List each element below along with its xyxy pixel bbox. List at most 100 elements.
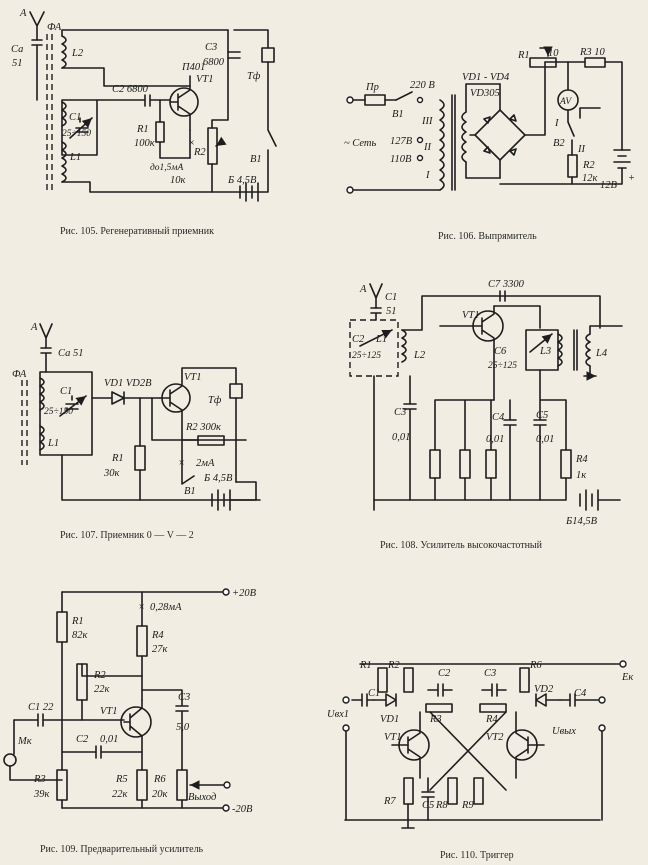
fig109-mk-label: Мк bbox=[17, 736, 32, 747]
fig110-r7-label: R7 bbox=[383, 796, 396, 807]
fig108-capacitor-c5 bbox=[533, 369, 567, 501]
fig109-capacitor-c2 bbox=[61, 745, 143, 759]
fig105-l2-label: L2 bbox=[71, 48, 84, 59]
fig108-antenna-icon bbox=[369, 283, 383, 309]
fig107-headphone-icon bbox=[229, 383, 243, 399]
fig107-capacitor-ca bbox=[40, 347, 52, 373]
fig108-c5-label: C5 bbox=[536, 410, 548, 421]
fig105-tank-box bbox=[61, 99, 98, 156]
fig108-output-wires bbox=[583, 325, 623, 376]
fig106-terminal-bottom bbox=[346, 186, 354, 194]
fig105-transistor-leads bbox=[169, 75, 191, 131]
fig107-fa-label: ФА bbox=[12, 369, 27, 380]
fig109-caption: Рис. 109. Предварительный усилитель bbox=[40, 844, 204, 855]
fig109-transistor-vt1 bbox=[120, 706, 152, 738]
fig106-terminal-top bbox=[346, 96, 354, 104]
fig110-c3-label: C3 bbox=[484, 668, 496, 679]
fig106-fuse-label: Пр bbox=[365, 82, 379, 93]
fig108-l2-label: L2 bbox=[413, 350, 426, 361]
fig108-battery-label: Б14,5В bbox=[565, 516, 598, 527]
fig109-c2-value: 0,01 bbox=[100, 734, 118, 745]
fig108-r4-label: R4 bbox=[575, 454, 588, 465]
fig107-battery-label: Б 4,5В bbox=[203, 473, 233, 484]
fig105-capacitor-c2 bbox=[96, 94, 171, 107]
fig109-r2-value: 22к bbox=[94, 684, 110, 695]
fig110-uout-label: Uвых bbox=[552, 726, 576, 737]
fig106-battery-icon bbox=[571, 149, 631, 185]
fig110-diode-vd2 bbox=[535, 693, 561, 707]
fig106-fuse-pr bbox=[364, 94, 386, 106]
fig105-tf-wire bbox=[233, 29, 269, 49]
fig110-c2-label: C2 bbox=[438, 668, 451, 679]
fig110-r1-label: R1 bbox=[359, 660, 372, 671]
fig107-antenna-icon bbox=[39, 323, 53, 349]
fig105-ferrite-rod bbox=[46, 34, 53, 190]
fig109-r2-wires bbox=[81, 663, 143, 721]
fig109-r5-value: 22к bbox=[112, 789, 128, 800]
fig105-coil-l1 bbox=[61, 141, 67, 183]
fig110-resistor-r2 bbox=[403, 667, 414, 693]
fig106-tap-110 bbox=[416, 154, 424, 162]
fig105-c1-label: C1 bbox=[69, 112, 81, 123]
fig105-capacitor-c1 bbox=[69, 118, 92, 139]
antenna-icon bbox=[29, 11, 45, 41]
fig109-resistor-r3 bbox=[56, 769, 68, 801]
fig109-c2-label: C2 bbox=[76, 734, 89, 745]
fig109-terminal-minus bbox=[222, 804, 230, 812]
figure-110-trigger: Eк R1 R2 C2 C3 R3 R4 R6 C1 C4 VD1 VD2 Uв… bbox=[327, 660, 633, 861]
fig105-r2-label: R2 bbox=[193, 147, 206, 158]
fig108-input-tank-box bbox=[349, 319, 399, 377]
fig106-r3-label: R3 10 bbox=[579, 47, 606, 58]
fig109-resistor-r5 bbox=[136, 769, 148, 801]
fig107-caption: Рис. 107. Приемник 0 — V — 2 bbox=[60, 530, 194, 541]
fig109-mic-wires bbox=[9, 719, 63, 781]
fig107-r1-label: R1 bbox=[111, 453, 124, 464]
fig108-capacitor-c2 bbox=[359, 329, 393, 347]
fig106-meter-wires bbox=[567, 61, 575, 137]
fig109-r6-label: R6 bbox=[153, 774, 166, 785]
fig105-antenna-label: А bbox=[19, 8, 27, 19]
fig106-b2-label: В2 bbox=[553, 138, 565, 149]
fig106-r2-value: 12к bbox=[582, 173, 598, 184]
fig110-output-terminal bbox=[598, 696, 606, 704]
fig107-ca-label: Са 51 bbox=[58, 348, 83, 359]
fig107-resistor-r1 bbox=[134, 445, 146, 471]
fig106-v220-label: 220 В bbox=[410, 80, 435, 91]
fig110-c5-label: C5 bbox=[422, 800, 434, 811]
fig106-transformer-primary bbox=[439, 99, 445, 191]
fig108-resistor-wires bbox=[434, 399, 495, 501]
fig109-capacitor-c1 bbox=[13, 713, 125, 727]
fig108-output-tank-box bbox=[525, 329, 559, 371]
fig108-ground-bus bbox=[373, 477, 567, 501]
fig110-ek-label: Eк bbox=[621, 672, 633, 683]
fig110-vt2-leads bbox=[515, 711, 529, 779]
fig106-transformer-secondary bbox=[461, 111, 467, 163]
fig110-uin-label: Uвх1 bbox=[327, 709, 349, 720]
fig108-coil-l3 bbox=[557, 333, 563, 367]
fig105-ca-value: 51 bbox=[12, 58, 23, 69]
fig108-c3-value: 0,01 bbox=[392, 432, 410, 443]
fig108-l3-label: L3 bbox=[539, 346, 551, 357]
fig110-diode-vd1 bbox=[373, 693, 397, 707]
fig106-meter-label: AV bbox=[559, 97, 572, 107]
fig108-caption: Рис. 108. Усилитель высокочастотный bbox=[380, 540, 543, 551]
fig105-battery-icon bbox=[239, 182, 259, 202]
fig107-battery-icon bbox=[211, 489, 231, 511]
fig108-c4-value: 0,01 bbox=[486, 434, 504, 445]
fig107-switch-label: В1 bbox=[184, 486, 196, 497]
fig110-resistor-r6 bbox=[519, 667, 530, 693]
fig109-r1-value: 82к bbox=[72, 630, 88, 641]
fig108-input-wires bbox=[373, 295, 601, 511]
fig109-capacitor-c3 bbox=[141, 689, 189, 771]
fig109-r1-label: R1 bbox=[71, 616, 84, 627]
fig106-r1-wiper bbox=[539, 46, 553, 57]
fig110-capacitor-c3 bbox=[481, 683, 507, 697]
fig105-transistor-type: П401 bbox=[181, 62, 205, 73]
fig108-resistor-b bbox=[459, 449, 471, 479]
fig105-r1-value: 100к bbox=[134, 138, 155, 149]
fig110-input-ground bbox=[342, 724, 350, 732]
fig106-tap-220 bbox=[416, 96, 424, 104]
fig106-diodes-label: VD1 - VD4 bbox=[462, 72, 510, 83]
fig110-supply-rails bbox=[344, 663, 621, 821]
fig105-c1-value: 25÷150 bbox=[62, 129, 91, 139]
